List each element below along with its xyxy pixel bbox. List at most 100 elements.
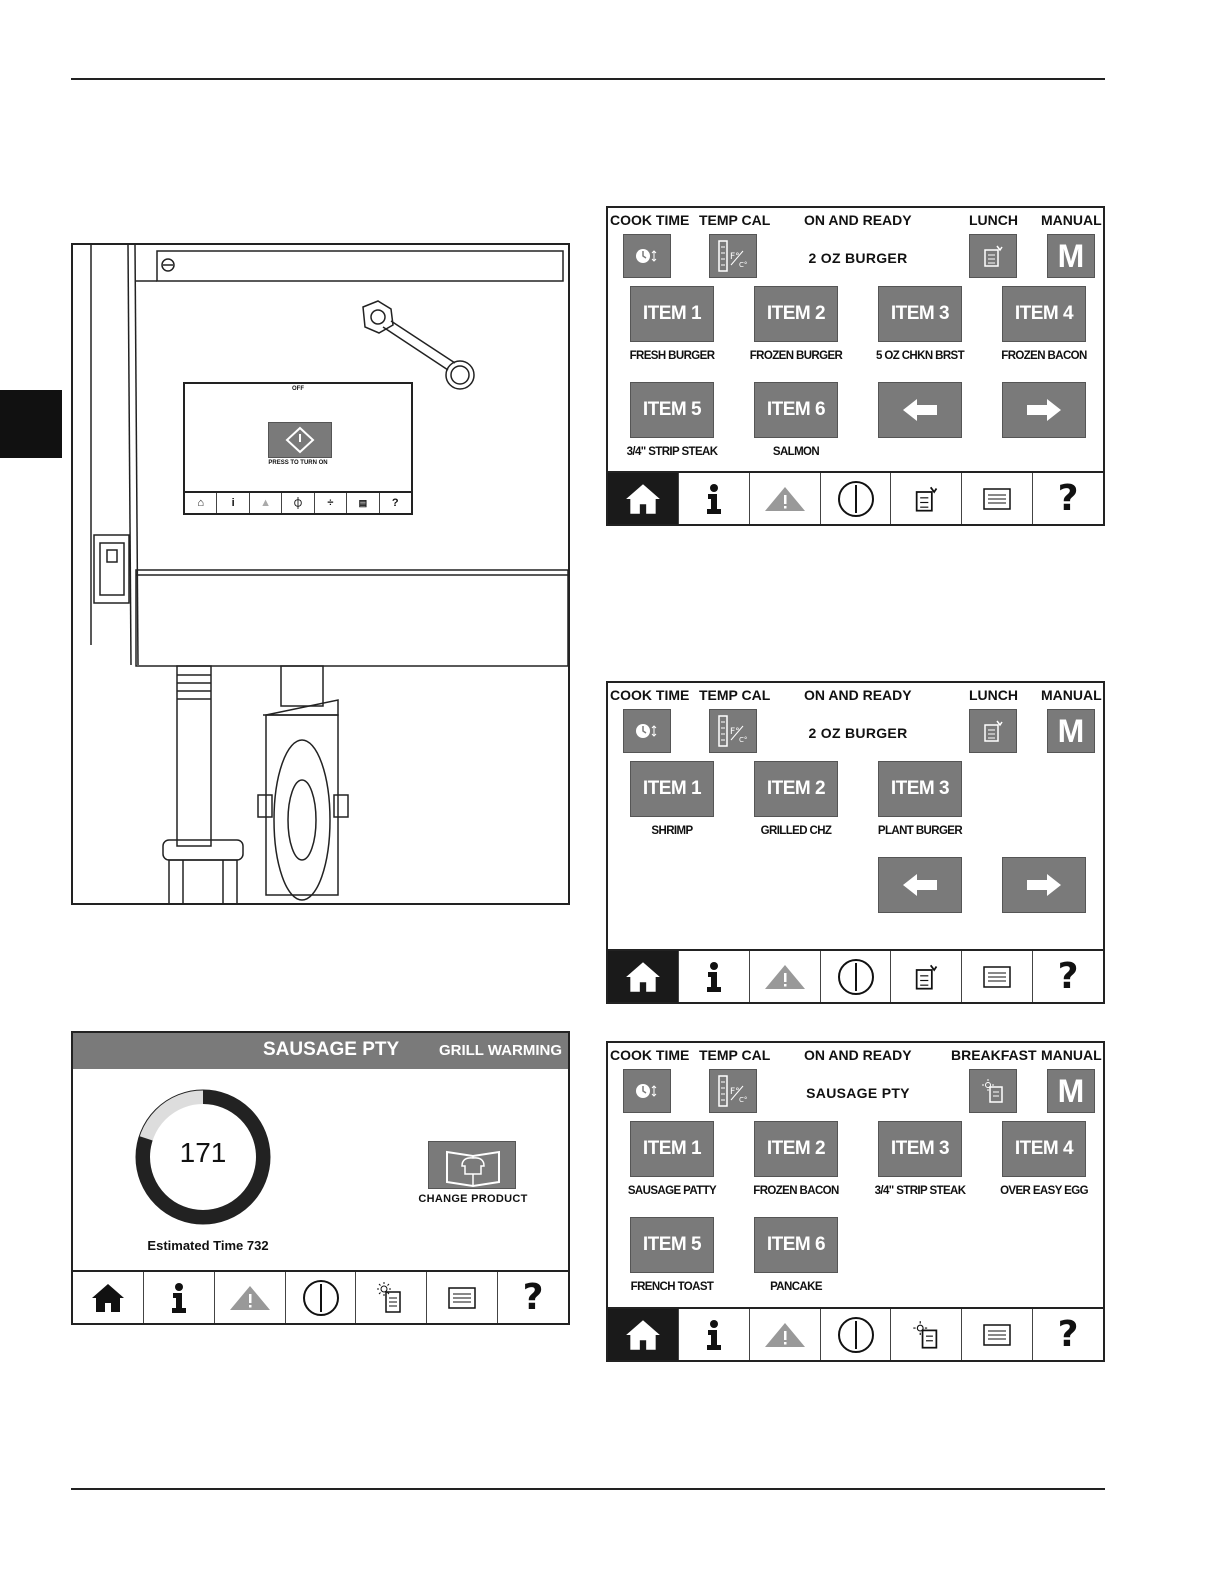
help-button[interactable]: ? [1033,951,1103,1002]
item-6-button[interactable]: ITEM 6 [754,382,838,438]
info-icon[interactable]: i [217,493,250,513]
help-icon: ? [1057,478,1079,519]
help-icon[interactable]: ? [391,497,399,509]
item-3-button[interactable]: ITEM 3 [878,1121,962,1177]
power-icon [837,1316,874,1353]
item-4-button[interactable]: ITEM 4 [1002,1121,1086,1177]
item-1-button[interactable]: ITEM 1 [630,286,714,342]
countdown-ring [135,1089,271,1225]
product-name: SAUSAGE PTY [263,1039,400,1060]
menu-select-button[interactable] [969,709,1017,753]
arrow-left-icon [903,874,937,896]
alerts-button[interactable] [750,473,821,524]
help-button[interactable]: ? [1033,473,1103,524]
home-icon[interactable]: ⌂ [185,493,218,513]
item-5-name: 3/4" STRIP STEAK [626,446,718,458]
lunch-menu-icon [984,245,1003,267]
list-icon [448,1286,476,1309]
list-icon [983,1323,1011,1346]
svg-text:C°: C° [739,1096,747,1104]
recipes-button[interactable] [427,1272,499,1323]
manual-mode-button[interactable]: M [1047,709,1095,753]
next-page-button[interactable] [1002,857,1086,913]
alerts-button[interactable] [750,1309,821,1360]
clock-icon [636,1084,657,1098]
item-2-button[interactable]: ITEM 2 [754,761,838,817]
recipes-button[interactable] [962,951,1034,1002]
svg-text:C°: C° [739,261,747,269]
cook-time-label: COOK TIME [610,1047,690,1063]
info-button[interactable] [144,1272,215,1323]
menu-select-button[interactable] [891,1309,963,1360]
status-label: ON AND READY [804,687,912,703]
item-5-button[interactable]: ITEM 5 [630,382,714,438]
item-6-button[interactable]: ITEM 6 [754,1217,838,1273]
next-page-button[interactable] [1002,382,1086,438]
menu-select-button[interactable] [891,473,963,524]
info-button[interactable] [679,951,750,1002]
item-5-button[interactable]: ITEM 5 [630,1217,714,1273]
manual-mode-button[interactable]: M [1047,234,1095,278]
cook-time-button[interactable] [623,1069,671,1113]
item-3-button[interactable]: ITEM 3 [878,761,962,817]
power-button[interactable] [286,1272,357,1323]
item-2-button[interactable]: ITEM 2 [754,286,838,342]
item-3-button[interactable]: ITEM 3 [878,286,962,342]
home-button[interactable] [73,1272,144,1323]
cook-time-label: COOK TIME [610,687,690,703]
alerts-button[interactable] [215,1272,286,1323]
menu-list-icon[interactable]: ▤ [347,493,380,513]
clock-icon [636,724,657,738]
lunch-menu-icon [984,720,1003,742]
temp-cal-button[interactable]: F°C° [709,709,757,753]
cooking-screen: SAUSAGE PTY GRILL WARMING 171 Estimated … [71,1031,570,1325]
power-button[interactable] [821,951,892,1002]
manual-mode-button[interactable]: M [1047,1069,1095,1113]
power-button[interactable] [821,1309,892,1360]
recipes-button[interactable] [962,1309,1034,1360]
alerts-button[interactable] [750,951,821,1002]
home-button[interactable] [608,1309,679,1360]
temp-scale-icon[interactable]: ÷ [315,493,348,513]
menu-select-button[interactable] [356,1272,428,1323]
power-on-button[interactable] [268,422,332,458]
home-icon [626,483,660,514]
change-product-button[interactable] [428,1141,516,1189]
cook-time-button[interactable] [623,234,671,278]
manual-label: MANUAL [1041,1047,1102,1063]
info-button[interactable] [679,473,750,524]
warning-icon [764,486,805,511]
home-button[interactable] [608,473,679,524]
info-icon [171,1282,186,1313]
recipes-button[interactable] [962,473,1034,524]
power-icon [837,480,874,517]
info-button[interactable] [679,1309,750,1360]
power-icon[interactable]: ⏀ [282,493,315,513]
help-button[interactable]: ? [1033,1309,1103,1360]
item-2-button[interactable]: ITEM 2 [754,1121,838,1177]
power-button[interactable] [821,473,892,524]
menu-select-button[interactable] [891,951,963,1002]
temp-cal-label: TEMP CAL [699,1047,771,1063]
item-4-button[interactable]: ITEM 4 [1002,286,1086,342]
item-2-name: FROZEN BACON [753,1185,839,1197]
nav-bar: ? [608,1307,1103,1360]
warning-icon[interactable]: ▲ [250,493,283,513]
change-product-label: CHANGE PRODUCT [418,1193,528,1205]
menu-select-button[interactable] [969,234,1017,278]
svg-text:F°: F° [730,1087,740,1097]
item-1-name: SAUSAGE PATTY [627,1185,717,1197]
cook-time-button[interactable] [623,709,671,753]
previous-page-button[interactable] [878,382,962,438]
temp-cal-button[interactable]: F°C° [709,234,757,278]
menu-select-button[interactable] [969,1069,1017,1113]
temp-cal-button[interactable]: F°C° [709,1069,757,1113]
previous-page-button[interactable] [878,857,962,913]
help-button[interactable]: ? [498,1272,568,1323]
item-1-button[interactable]: ITEM 1 [630,761,714,817]
home-button[interactable] [608,951,679,1002]
menu-label: LUNCH [969,212,1018,228]
item-2-name: GRILLED CHZ [760,825,832,837]
item-1-button[interactable]: ITEM 1 [630,1121,714,1177]
